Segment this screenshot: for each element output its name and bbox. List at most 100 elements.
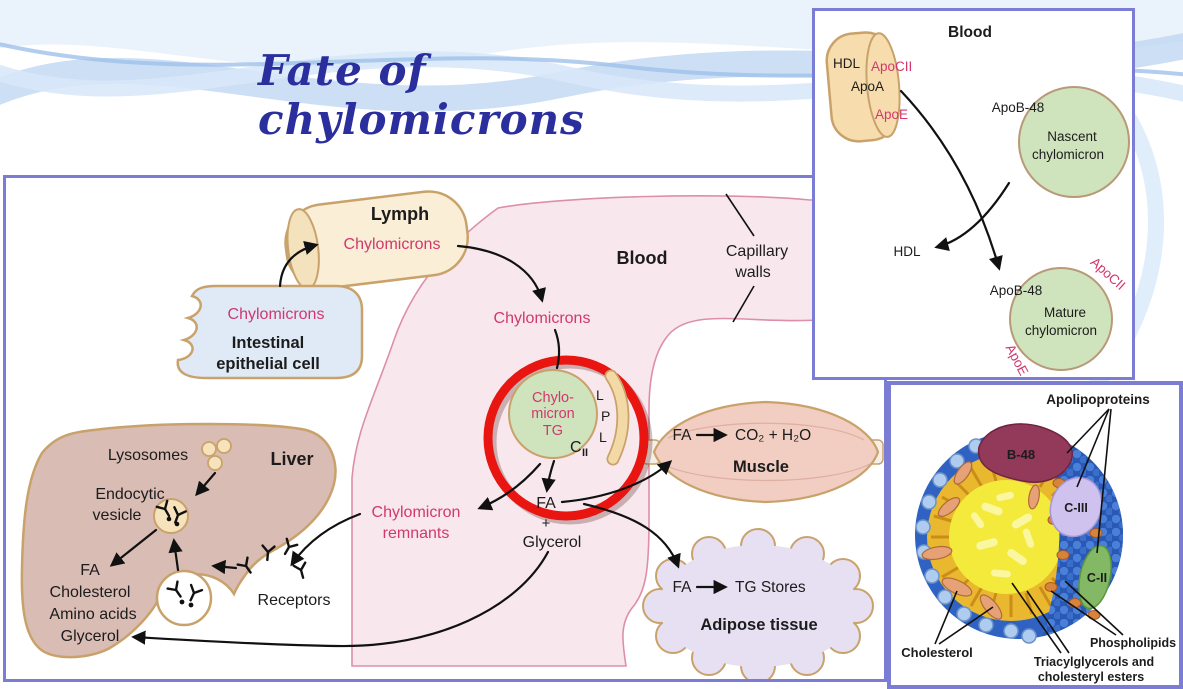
arrow-lymph-to-blood [456, 244, 546, 303]
particle-line3: TG [543, 423, 563, 439]
muscle-eq-fa: FA [673, 427, 693, 444]
arrow-lysosomes-to-vesicle [195, 471, 217, 497]
lpl-letter-2: P [601, 408, 610, 424]
cholesterol-pointer-lines [934, 590, 994, 645]
adipose-tissue [642, 528, 874, 679]
arrow-hdl-to-mature [899, 89, 1003, 271]
arrow-remnants-to-receptors [290, 512, 362, 567]
liver-product-cholesterol: Cholesterol [50, 584, 131, 601]
phospholipids-pointer-lines [1050, 580, 1124, 636]
inset-blood-title: Blood [948, 24, 992, 41]
nascent-line1: Nascent [1047, 129, 1097, 144]
hydrolysis-glycerol: Glycerol [523, 534, 582, 551]
apolipoproteins-label: Apolipoproteins [1046, 392, 1150, 407]
particle-line2: micron [531, 406, 575, 422]
liver-product-fa: FA [80, 562, 100, 579]
b48-label: B-48 [1007, 447, 1035, 462]
lpl-letter-1: L [596, 387, 604, 403]
arrow-nascent-to-hdl [934, 181, 1011, 251]
particle-line1: Chylo- [532, 390, 574, 406]
cell-name-line1: Intestinal [232, 334, 304, 352]
muscle [641, 400, 884, 504]
page-title: Fate of chylomicrons [258, 46, 585, 144]
blood-chylomicrons-label: Chylomicrons [494, 310, 591, 327]
remnants-line1: Chylomicron [372, 504, 461, 521]
muscle-eq-products: CO₂ + H₂O [735, 427, 811, 444]
apolipoprotein-c3 [1049, 476, 1103, 538]
arrow-cell-to-lymph [278, 241, 319, 288]
tg-pointer-lines [1011, 582, 1070, 654]
arrow-fa-to-adipose [582, 502, 681, 569]
structure-inset-panel: B-48 C-III C-II Apolipoproteins Choleste… [887, 381, 1183, 689]
liver-product-aminoacids: Amino acids [49, 606, 136, 623]
lpl-enzyme-fill [606, 371, 628, 464]
arrow-vesicle-to-products [109, 528, 158, 567]
remnants-line2: remnants [383, 525, 450, 542]
adipose-eq-fa: FA [673, 579, 693, 596]
liver-label: Liver [270, 449, 313, 469]
lymph-label: Lymph [371, 204, 429, 224]
mature-chylomicron [1009, 267, 1113, 371]
lymph-vessel [284, 190, 469, 290]
cholesterol-shell-blobs [921, 461, 1040, 620]
lysosomes-label: Lysosomes [108, 447, 188, 464]
endocytic-vesicle [153, 498, 189, 534]
lysosomes [201, 438, 232, 471]
blood-label: Blood [617, 248, 668, 268]
capillary-line2: walls [734, 264, 771, 281]
chylomicron-particle [508, 369, 598, 459]
adipose-label: Adipose tissue [700, 616, 817, 634]
nascent-chylomicron [1018, 86, 1130, 198]
nascent-apob: ApoB-48 [992, 100, 1045, 115]
c3-label: C-III [1064, 501, 1088, 515]
arrow-particle-to-fa [541, 459, 556, 493]
receptors-label: Receptors [258, 592, 331, 609]
hdl-particle [825, 31, 901, 143]
main-diagram-panel: Lymph Chylomicrons Chylomicrons Intestin… [3, 175, 887, 682]
triacylglycerol-core [970, 491, 1035, 578]
hydrolysis-fa: FA [536, 495, 556, 512]
blood-inset-panel: Blood HDL ApoCII ApoA ApoE ApoB-48 Nasce… [812, 8, 1135, 380]
endocytic-line1: Endocytic [95, 486, 164, 503]
cell-chylomicrons-label: Chylomicrons [228, 306, 325, 323]
tg-label-line1: Triacylglycerols and [1034, 655, 1154, 669]
hdl-text: HDL [833, 56, 860, 71]
lpl-letter-3: L [599, 429, 607, 445]
adipose-eq-products: TG Stores [735, 579, 806, 596]
cholesterol-label: Cholesterol [901, 645, 973, 660]
liver-product-glycerol: Glycerol [61, 628, 120, 645]
mature-line1: Mature [1044, 305, 1086, 320]
mature-apob: ApoB-48 [990, 283, 1043, 298]
hdl-apoa-text: ApoA [851, 79, 884, 94]
apolipoprotein-c2 [1078, 544, 1112, 610]
arrow-glycerol-to-liver [131, 550, 550, 648]
apolipoproteins-pointer-lines [1066, 408, 1112, 554]
apoc2-sub: II [582, 447, 588, 459]
capillary-pointer-lower [732, 285, 755, 323]
endocytic-line2: vesicle [93, 507, 142, 524]
endocytosis-pit [155, 569, 213, 627]
arrow-fa-to-muscle [560, 460, 673, 504]
apolipoprotein-b48 [977, 423, 1073, 483]
hdl-product-label: HDL [893, 244, 920, 259]
phospholipids-label: Phospholipids [1090, 636, 1176, 650]
capillary-line1: Capillary [726, 243, 788, 260]
capillary-pointer-upper [725, 193, 755, 237]
lymph-chylomicrons-label: Chylomicrons [344, 236, 441, 253]
arrow-particle-to-remnants [477, 462, 542, 511]
cell-name-line2: epithelial cell [216, 355, 320, 373]
highlight-ring [483, 355, 649, 521]
hdl-apoc2-text: ApoCII [871, 59, 912, 74]
hydrolysis-plus: + [542, 515, 551, 532]
arrow-up-into-vesicle [168, 538, 183, 572]
nascent-line2: chylomicron [1032, 147, 1104, 162]
c2-label: C-II [1087, 571, 1107, 585]
apoc2-c: C [570, 439, 582, 456]
pit-receptors [166, 580, 204, 608]
hdl-apoe-text: ApoE [875, 107, 908, 122]
line-chylomicrons-to-particle [553, 328, 561, 370]
mature-line2: chylomicron [1025, 323, 1097, 338]
tg-label-line2: cholesteryl esters [1038, 670, 1144, 684]
intestinal-cell [176, 284, 364, 380]
muscle-label: Muscle [733, 458, 789, 476]
